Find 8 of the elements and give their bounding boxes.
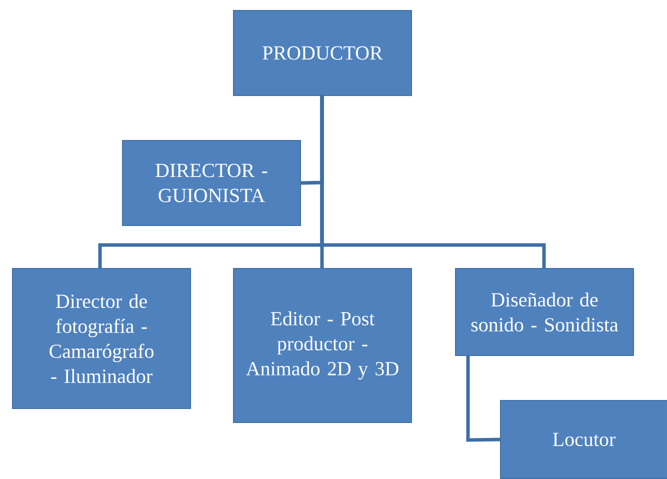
org-box: Diseñador de sonido - Sonidista <box>455 268 634 356</box>
org-box: Locutor <box>500 400 667 479</box>
connector-line <box>320 95 546 268</box>
org-box: PRODUCTOR <box>233 10 412 96</box>
org-box: DIRECTOR - GUIONISTA <box>122 140 301 226</box>
connector-line <box>466 355 500 442</box>
org-box: Editor - Post productor - Animado 2D y 3D <box>233 268 412 423</box>
org-box: Director de fotografía - Camarógrafo - Iluminador <box>12 268 191 409</box>
